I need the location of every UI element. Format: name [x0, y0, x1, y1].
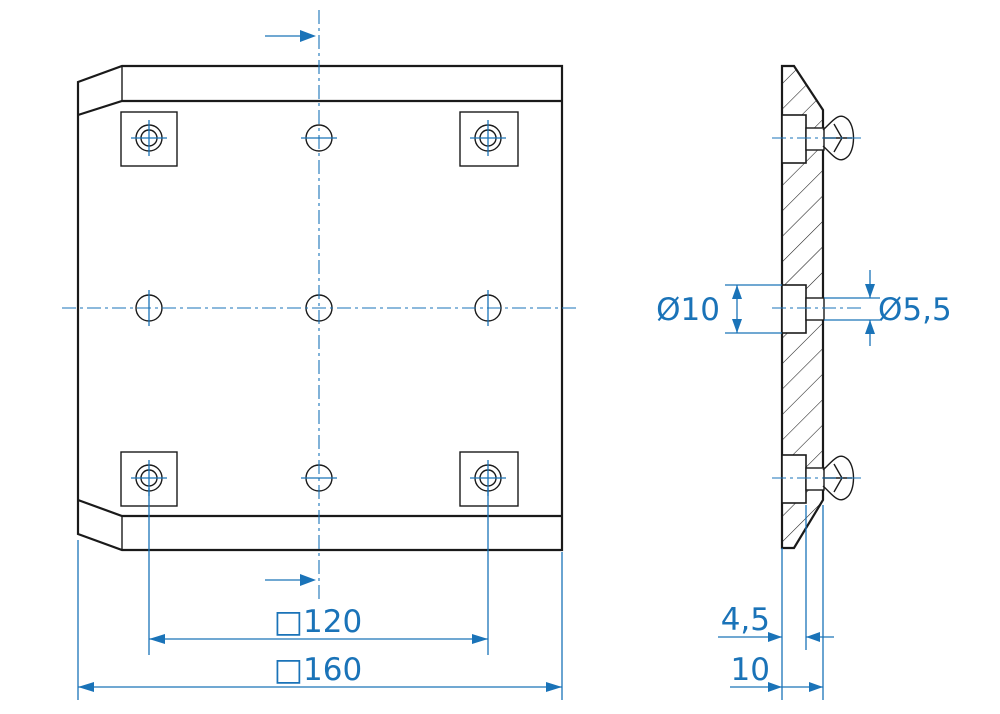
recess-bottom-right	[459, 451, 519, 507]
dimension-label-4-5: 4,5	[721, 602, 770, 638]
section-arrow-bottom	[265, 574, 316, 586]
hole-center-marks	[131, 120, 506, 496]
bore-bottom	[805, 467, 825, 491]
pocket-bottom	[781, 454, 807, 504]
recess-top-left	[120, 111, 178, 167]
top-strip	[77, 99, 562, 117]
side-section-view: Ø10 Ø5,5 4,5 10	[656, 64, 952, 700]
dimension-label-120: □120	[274, 604, 362, 640]
bore-middle	[805, 297, 825, 321]
dimension-line-120	[149, 634, 488, 644]
dimension-line-160	[78, 682, 562, 692]
recess-top-right	[459, 111, 519, 167]
bore-top	[805, 127, 825, 151]
dimension-label-d5-5: Ø5,5	[878, 292, 952, 328]
pocket-top	[781, 114, 807, 164]
pocket-middle	[781, 284, 807, 334]
front-view: □120 □160	[62, 10, 580, 700]
dimension-line-10	[730, 682, 823, 692]
dimension-line-4-5	[718, 632, 834, 642]
dimension-line-d5-5	[824, 270, 880, 346]
bottom-strip	[77, 498, 562, 518]
dimension-label-10: 10	[731, 652, 770, 688]
dimension-label-d10: Ø10	[656, 292, 720, 328]
dimension-label-160: □160	[274, 652, 362, 688]
dimension-line-d10	[725, 284, 782, 334]
section-arrow-top	[265, 30, 316, 42]
